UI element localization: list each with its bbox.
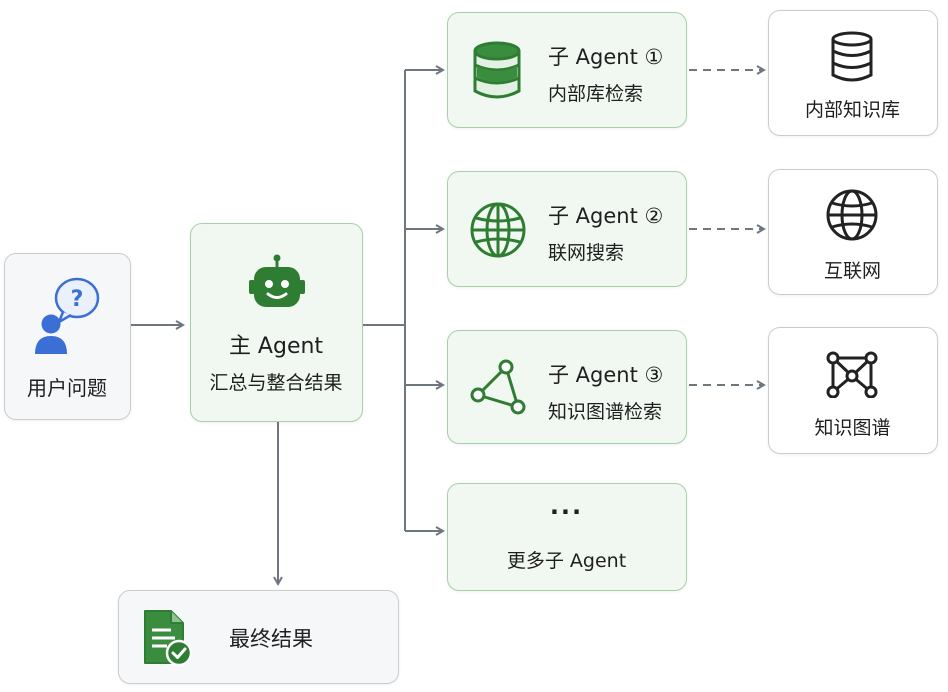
final-result-label: 最终结果	[229, 627, 313, 651]
svg-text:?: ?	[71, 287, 84, 312]
globe-icon	[826, 189, 878, 241]
sub-agent-2-node: 子 Agent ② 联网搜索	[447, 171, 687, 287]
resource-internal-kb-label: 内部知识库	[804, 99, 900, 121]
more-sub-agents-node: ··· 更多子 Agent	[447, 483, 687, 591]
user-question-icon: ?	[35, 277, 100, 354]
sub-agent-3-node: 子 Agent ③ 知识图谱检索	[447, 330, 687, 444]
sub-agent-2-subtitle: 联网搜索	[548, 242, 625, 264]
user-question-node: ? 用户问题	[4, 253, 131, 420]
robot-icon	[249, 254, 305, 307]
resource-internet-node: 互联网	[768, 169, 938, 295]
graph-icon	[826, 351, 878, 398]
sub-agent-2-title: 子 Agent ②	[548, 204, 664, 228]
sub-agent-3-title: 子 Agent ③	[548, 363, 664, 387]
more-sub-agents-label: 更多子 Agent	[506, 550, 627, 572]
document-check-icon	[144, 610, 193, 667]
globe-icon	[470, 202, 526, 258]
ellipsis-icon: ···	[549, 498, 584, 526]
graph-icon	[470, 359, 526, 415]
sub-agent-3-subtitle: 知识图谱检索	[548, 401, 663, 423]
resource-internet-label: 互联网	[823, 260, 881, 282]
main-agent-subtitle: 汇总与整合结果	[209, 372, 343, 394]
database-icon	[831, 31, 873, 82]
sub-agent-1-title: 子 Agent ①	[548, 45, 664, 69]
resource-internal-kb-node: 内部知识库	[768, 10, 938, 136]
sub-agent-1-node: 子 Agent ① 内部库检索	[447, 12, 687, 128]
database-icon	[473, 41, 521, 99]
main-agent-title: 主 Agent	[228, 334, 324, 359]
final-result-node: 最终结果	[118, 590, 399, 684]
main-agent-node: 主 Agent 汇总与整合结果	[190, 223, 363, 422]
resource-knowledge-graph-label: 知识图谱	[814, 417, 891, 439]
sub-agent-1-subtitle: 内部库检索	[548, 83, 644, 105]
user-question-label: 用户问题	[27, 376, 107, 400]
resource-knowledge-graph-node: 知识图谱	[768, 327, 938, 454]
